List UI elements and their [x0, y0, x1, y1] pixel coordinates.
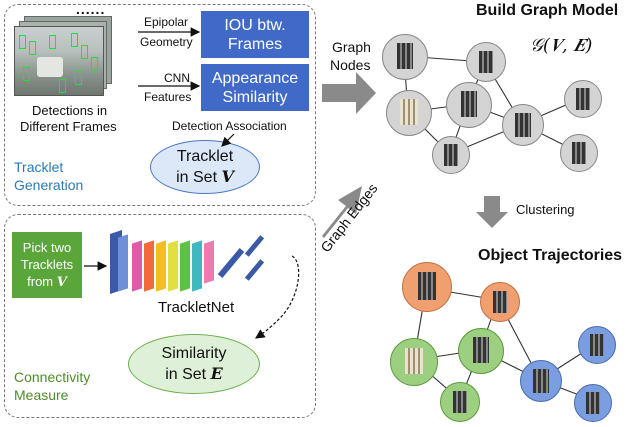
- pick-two-tracklets-box: Pick two Tracklets from V: [12, 232, 82, 298]
- graph-formula: 𝒢(𝑽, 𝑬): [530, 35, 593, 56]
- blue-cluster-node: [520, 360, 562, 402]
- association-arrow: [221, 133, 235, 147]
- pick-line1: Pick two: [22, 240, 72, 255]
- tracklet-net-label: TrackletNet: [158, 299, 235, 316]
- green-cluster-node: [390, 338, 438, 386]
- graph-node: [382, 34, 428, 80]
- net-to-similarity-arrow: [255, 255, 300, 339]
- pick-line3: from V: [27, 274, 67, 290]
- set-v-symbol: V: [221, 166, 234, 186]
- street-scene-image: [14, 26, 104, 96]
- orange-cluster-node: [402, 262, 452, 312]
- detection-association-label: Detection Association: [172, 119, 287, 133]
- pick-line2: Tracklets: [20, 257, 74, 272]
- graph-nodes-label-line2: Nodes: [330, 57, 371, 73]
- green-cluster-node: [458, 328, 504, 374]
- clustering-arrow: [476, 196, 508, 228]
- tracklet-generation-line1: Tracklet: [14, 159, 64, 175]
- appearance-line1: Appearance: [211, 69, 299, 87]
- tracklet-generation-panel: [4, 4, 316, 206]
- graph-node: [502, 104, 544, 146]
- similarity-set-ellipse: Similarity in Set E: [128, 334, 260, 394]
- graph-node: [446, 82, 492, 128]
- tracklet-ellipse-line2: in Set V: [176, 166, 234, 186]
- blue-cluster-node: [578, 326, 616, 364]
- connectivity-measure-line1: Connectivity: [14, 369, 91, 385]
- tracklet-generation-line2: Generation: [14, 177, 84, 193]
- set-e-symbol: E: [210, 363, 223, 383]
- detections-label-line2: Different Frames: [20, 119, 117, 134]
- from-v-symbol: V: [56, 275, 67, 290]
- similarity-line1: Similarity: [161, 344, 227, 362]
- build-graph-title: Build Graph Model: [476, 2, 619, 19]
- graph-node: [564, 80, 602, 118]
- graph-nodes-label-line1: Graph: [332, 39, 371, 55]
- object-trajectories-title: Object Trajectories: [478, 247, 623, 264]
- graph-nodes-arrow: [322, 72, 376, 114]
- orange-cluster-node: [480, 282, 520, 322]
- graph-node: [560, 134, 598, 172]
- tracklet-ellipse-line1: Tracklet: [176, 147, 234, 165]
- connectivity-measure-line2: Measure: [14, 387, 69, 403]
- similarity-line2: in Set E: [165, 363, 223, 383]
- graph-node: [466, 42, 506, 82]
- cnn-label-line2: Features: [144, 90, 192, 104]
- cnn-label-line1: CNN: [164, 71, 190, 85]
- iou-line2: Frames: [227, 35, 283, 53]
- detection-frames-image: [14, 16, 114, 96]
- epipolar-label-line1: Epipolar: [144, 15, 189, 29]
- iou-line1: IOU btw.: [224, 16, 286, 34]
- appearance-similarity-box: Appearance Similarity: [201, 64, 309, 111]
- blue-cluster-node: [574, 384, 612, 422]
- graph-node: [386, 90, 432, 136]
- connectivity-measure-panel: [4, 214, 316, 418]
- tracklet-set-ellipse: Tracklet in Set V: [150, 140, 260, 194]
- green-cluster-node: [440, 382, 480, 422]
- clustering-label: Clustering: [516, 202, 575, 217]
- appearance-line2: Similarity: [222, 88, 288, 106]
- detections-label-line1: Detections in: [32, 103, 108, 118]
- iou-frames-box: IOU btw. Frames: [201, 11, 309, 58]
- graph-edges-arrow: [322, 186, 362, 238]
- frames-ellipsis: ......: [76, 1, 106, 17]
- graph-node: [432, 136, 470, 174]
- epipolar-label-line2: Geometry: [140, 35, 193, 49]
